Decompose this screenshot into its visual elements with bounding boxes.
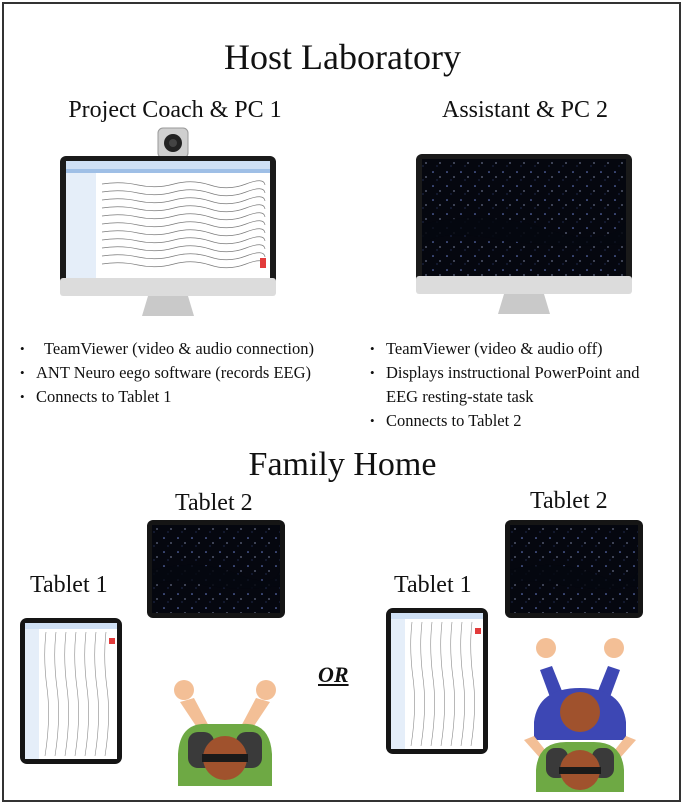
child-top-view-icon — [174, 680, 276, 786]
pc2-bullet-text: Connects to Tablet 2 — [386, 411, 522, 430]
left-tablet1-label: Tablet 1 — [30, 572, 108, 598]
pc2-bullet-text: TeamViewer (video & audio off) — [386, 339, 603, 358]
left-tablet2-icon — [147, 520, 285, 618]
right-tablet1-icon — [386, 608, 488, 754]
right-tablet1-label: Tablet 1 — [394, 572, 472, 598]
right-tablet2-icon — [505, 520, 643, 618]
pc2-bullet-text: Displays instructional PowerPoint and EE… — [386, 363, 640, 406]
host-laboratory-title: Host Laboratory — [224, 37, 461, 77]
pc2-monitor-icon — [416, 154, 632, 314]
left-tablet2-label: Tablet 2 — [175, 490, 253, 516]
pc2-bullet: TeamViewer (video & audio off) — [370, 337, 670, 361]
pc1-bullet-text: TeamViewer (video & audio connection) — [44, 339, 315, 358]
pc1-bullet-list: TeamViewer (video & audio connection) AN… — [20, 337, 360, 409]
pc1-bullet-text: Connects to Tablet 1 — [36, 387, 172, 406]
pc2-heading: Assistant & PC 2 — [441, 97, 609, 123]
pc1-heading: Project Coach & PC 1 — [68, 97, 282, 123]
right-tablet2-label: Tablet 2 — [530, 488, 608, 514]
pc2-bullet: Displays instructional PowerPoint and EE… — [370, 361, 670, 409]
parent-and-child-top-view-icon — [524, 638, 636, 792]
pc1-monitor-icon — [60, 127, 276, 316]
or-label: OR — [318, 662, 349, 687]
pc2-bullet: Connects to Tablet 2 — [370, 409, 670, 433]
pc1-bullet-text: ANT Neuro eego software (records EEG) — [36, 363, 312, 382]
family-home-title: Family Home — [248, 446, 437, 483]
pc1-bullet: Connects to Tablet 1 — [20, 385, 360, 409]
pc2-bullet-list: TeamViewer (video & audio off) Displays … — [370, 337, 670, 433]
left-tablet1-icon — [20, 618, 122, 764]
pc1-bullet: TeamViewer (video & audio connection) — [20, 337, 360, 361]
pc1-bullet: ANT Neuro eego software (records EEG) — [20, 361, 360, 385]
